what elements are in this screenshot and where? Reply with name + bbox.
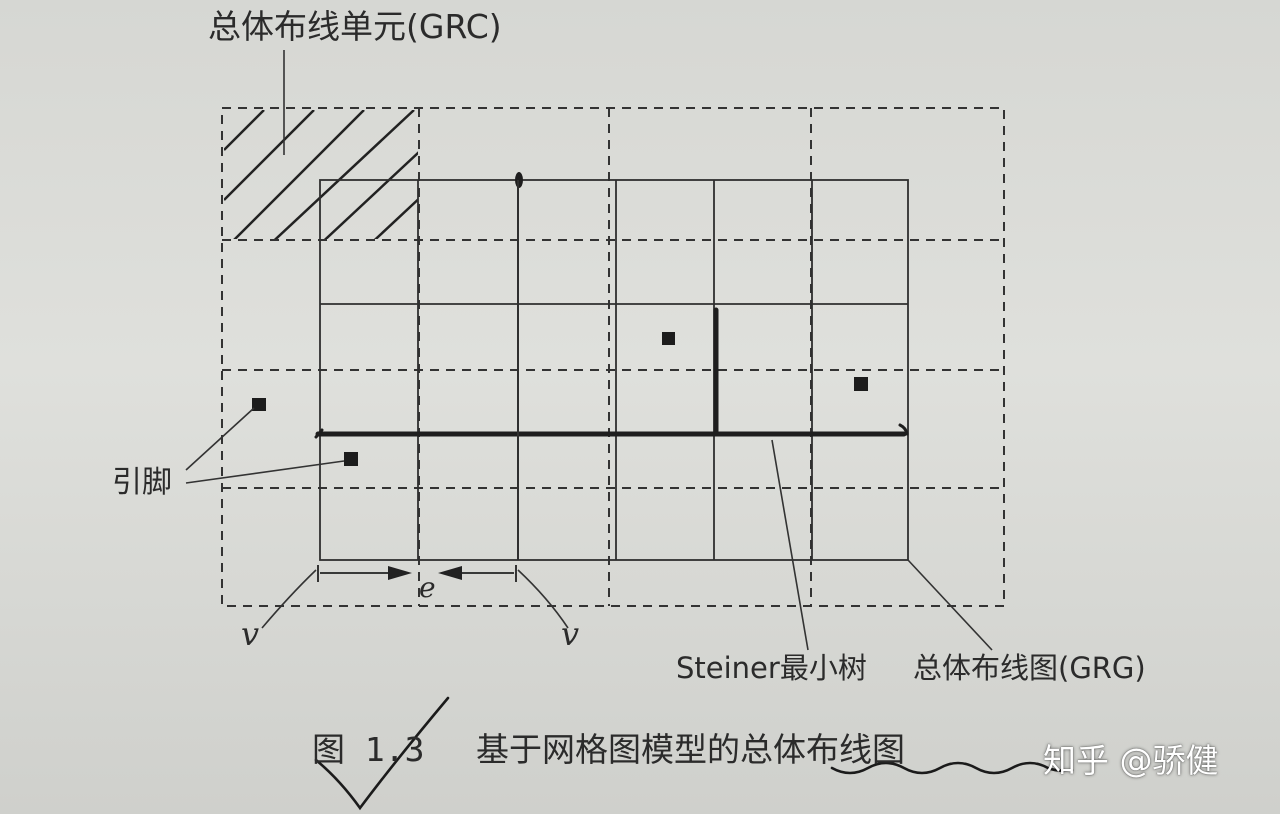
steiner-left-stub <box>314 428 324 439</box>
vertex-label-right: v <box>561 615 580 653</box>
edge-dimension <box>317 565 517 582</box>
pin-3 <box>662 332 675 345</box>
grg-label: 总体布线图(GRG) <box>913 651 1146 685</box>
handwritten-marks <box>314 696 1074 811</box>
steiner-tree-label: Steiner最小树 <box>676 651 867 685</box>
grc-dashed-grid <box>221 107 1005 607</box>
pin-label: 引脚 <box>112 465 172 500</box>
steiner-leader <box>771 439 809 651</box>
steiner-right-stub <box>898 423 909 436</box>
edge-label: e <box>419 571 436 604</box>
v-leader-left <box>261 569 317 629</box>
pins <box>252 332 868 466</box>
zhihu-watermark: 知乎 @骄健 <box>1043 741 1219 780</box>
steiner-tree <box>314 307 909 439</box>
pin-2 <box>344 452 358 466</box>
v-leader-right <box>517 569 569 629</box>
grg-leader <box>907 559 993 651</box>
vertex-label-left: v <box>241 615 260 653</box>
figure-caption-text: 基于网格图模型的总体布线图 <box>476 730 905 769</box>
wavy-underline <box>830 761 1074 775</box>
checkmark <box>314 696 450 811</box>
grg-outer-border <box>319 179 909 561</box>
pin-1 <box>252 398 266 411</box>
pin-4 <box>854 377 868 391</box>
pin-leader-2 <box>185 460 345 484</box>
figure-caption-number: 图 1.3 <box>312 730 425 769</box>
pin-leader-1 <box>185 407 255 471</box>
grc-outer-border <box>221 107 1005 607</box>
leader-lines <box>185 50 993 651</box>
grc-label: 总体布线单元(GRC) <box>208 7 502 46</box>
